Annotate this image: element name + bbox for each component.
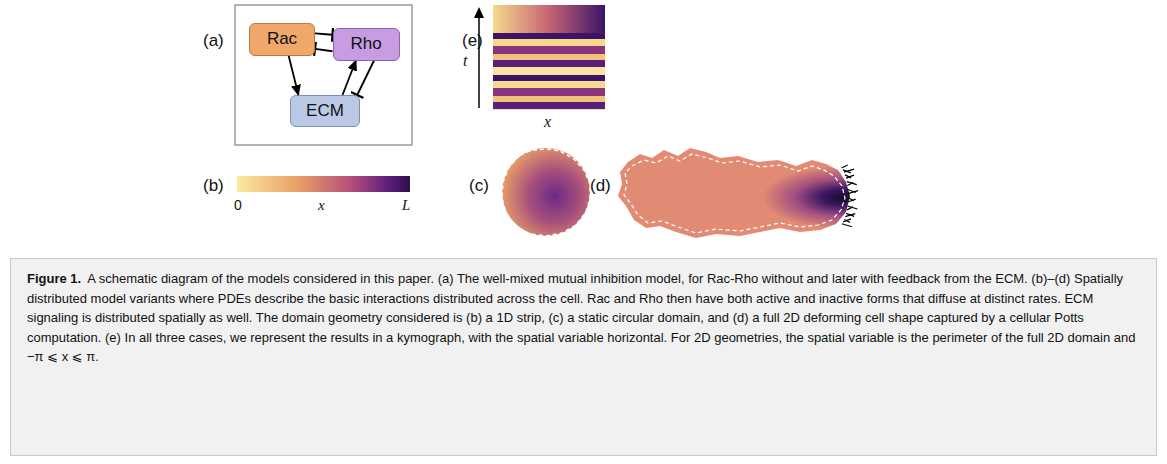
time-axis: [478, 12, 480, 108]
node-label: Rho: [350, 34, 381, 54]
inhibition-edge: [357, 61, 374, 96]
colorbar-tick: x: [318, 197, 325, 214]
rho-box: Rho: [333, 28, 400, 61]
cell-shape: [618, 148, 850, 238]
caption-box: Figure 1.A schematic diagram of the mode…: [10, 258, 1157, 456]
kymograph: [493, 5, 605, 110]
domain-outline: [502, 149, 590, 236]
node-label: ECM: [306, 101, 344, 121]
time-axis-head: [474, 7, 484, 18]
colorbar: [237, 176, 410, 192]
inhibition-edge: [315, 49, 333, 51]
panel-frame: [235, 5, 412, 145]
colorbar-tick: 0: [234, 197, 242, 213]
ecm-box: ECM: [290, 95, 360, 127]
node-label: Rac: [267, 29, 297, 49]
circular-domain: [502, 148, 590, 236]
panel-label: (e): [462, 31, 483, 51]
figure-number: Figure 1.: [27, 271, 81, 286]
panel-label: (c): [469, 176, 489, 196]
axis-label: t: [463, 52, 467, 70]
inhibition-edge: [315, 33, 333, 34]
panel-label: (a): [203, 31, 224, 51]
panel-label: (b): [203, 176, 224, 196]
axis-label: x: [544, 113, 551, 131]
activation-edge: [343, 61, 356, 96]
caption-text: A schematic diagram of the models consid…: [27, 271, 1135, 364]
panel-label: (d): [590, 176, 611, 196]
cell-fringe: [842, 165, 858, 227]
colorbar-tick: L: [402, 197, 410, 214]
activation-edge: [289, 56, 299, 96]
cell-outline: [624, 154, 845, 233]
rac-box: Rac: [249, 23, 315, 56]
